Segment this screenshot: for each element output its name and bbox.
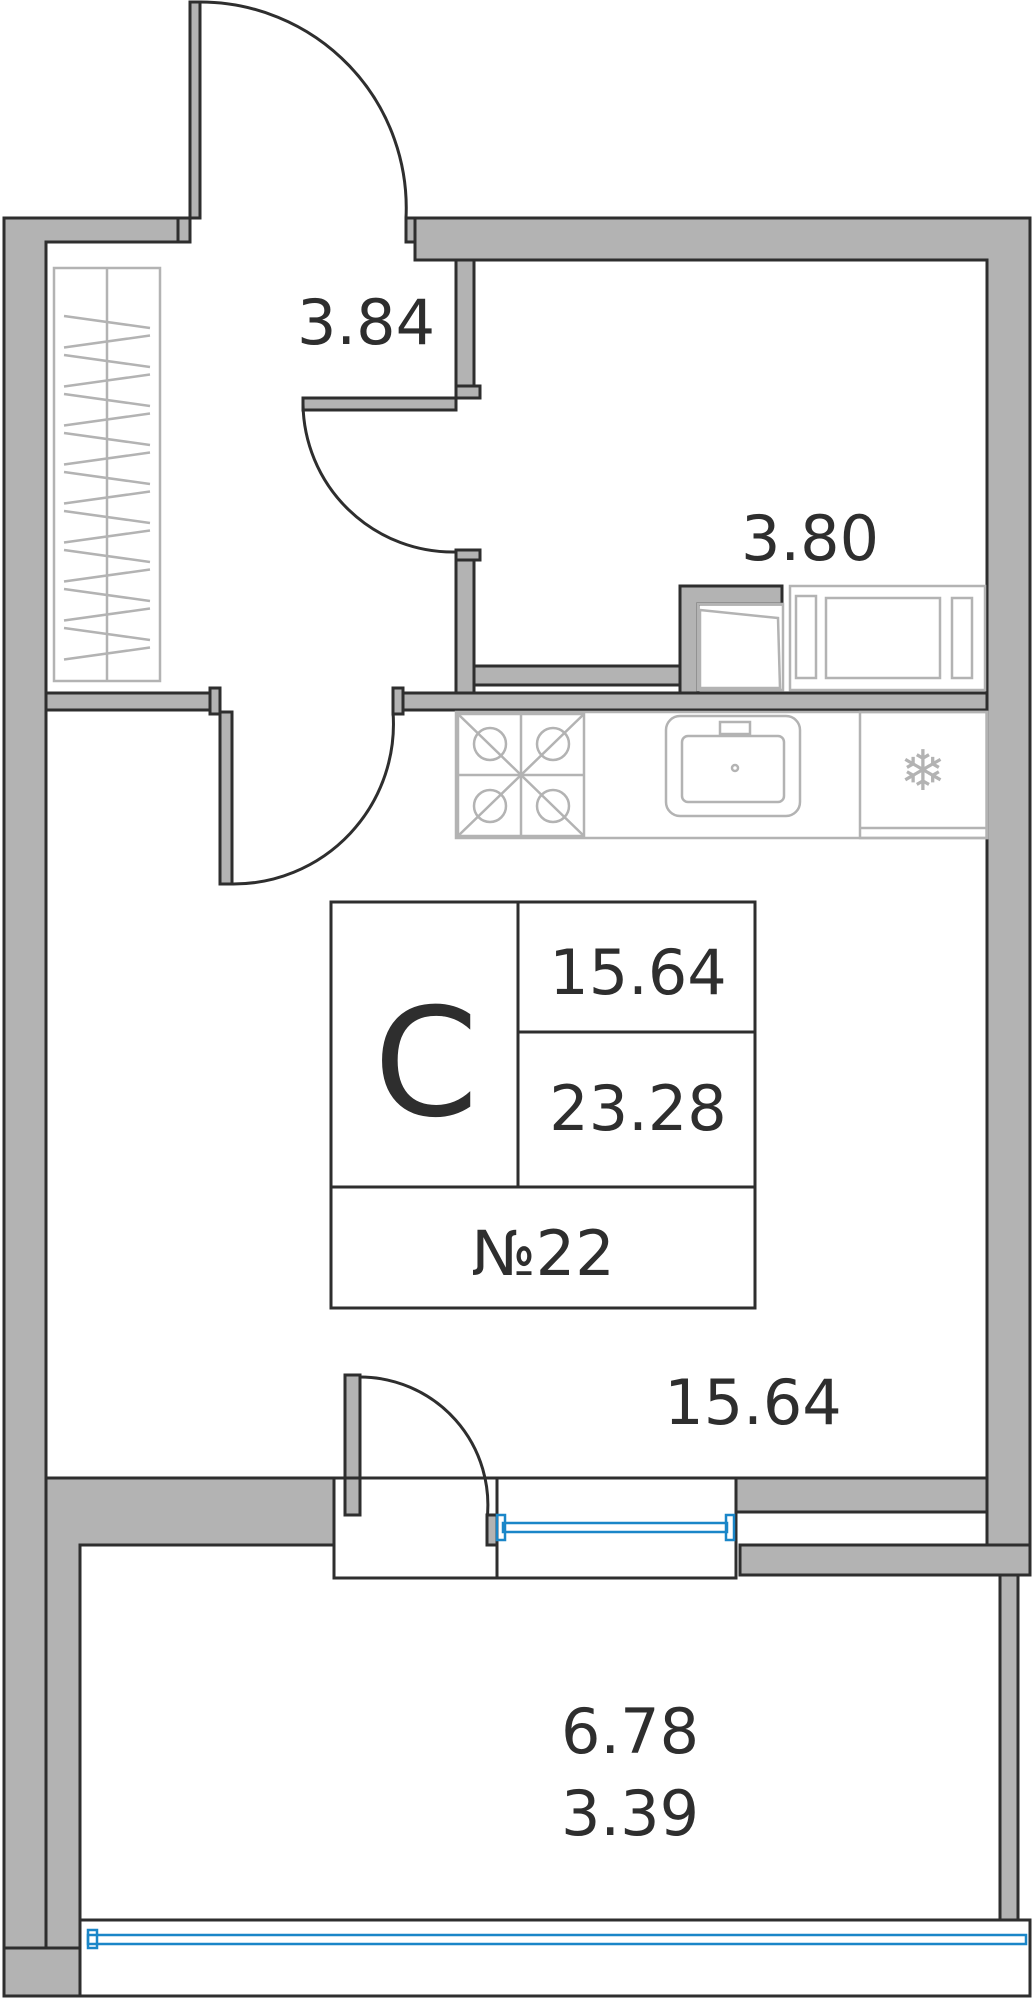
- hall-area-label: 3.84: [297, 286, 435, 359]
- wardrobe-hanger: [63, 412, 151, 427]
- wardrobe-hanger: [63, 431, 151, 447]
- cooktop: [456, 712, 586, 838]
- wardrobe-hanger: [63, 373, 151, 388]
- wardrobe-hanger: [63, 334, 151, 349]
- wardrobe: [52, 266, 162, 683]
- entry-door-arc: [199, 0, 408, 219]
- balcony-outer-left-bottom: [2, 1946, 82, 1998]
- bathroom-niche-post: [678, 584, 784, 695]
- hall-door-stub: [301, 396, 458, 412]
- apartment-number-label: №22: [471, 1217, 614, 1290]
- wardrobe-hanger: [63, 353, 151, 369]
- balcony-wall-right-outer: [738, 1543, 1032, 1577]
- fridge: ❄: [858, 710, 989, 840]
- entry-wall-left-pier: [176, 216, 192, 244]
- balcony-outer-right: [998, 1573, 1020, 1922]
- bathroom-wall-lower-stub: [454, 548, 482, 562]
- sink: [664, 714, 802, 818]
- legend-total-area: 23.28: [549, 1072, 727, 1145]
- balcony-parapet: [78, 1918, 1032, 1998]
- window-balcony-glazing-post: [86, 1928, 99, 1950]
- bathroom-niche-wall: [472, 664, 682, 687]
- window-balcony-door-left-post: [495, 1513, 507, 1542]
- bathroom-area-label: 3.80: [741, 502, 879, 575]
- outer-wall-top-right: [413, 216, 1032, 1547]
- wardrobe-hanger: [63, 509, 151, 525]
- living-door-leaf: [218, 710, 234, 886]
- bathroom-door-arc: [301, 403, 457, 554]
- legend-box: [329, 900, 757, 1310]
- balcony-total-area-label: 6.78: [561, 1695, 699, 1768]
- wardrobe-hanger: [63, 470, 151, 486]
- wardrobe-hanger: [63, 587, 151, 603]
- entry-door-leaf: [188, 0, 202, 220]
- window-balcony-door-frame: [495, 1476, 738, 1580]
- bathroom-wall-upper-stub: [454, 384, 482, 400]
- wardrobe-hanger: [63, 548, 151, 564]
- living-door-arc: [231, 711, 395, 886]
- window-balcony-door-right-post: [724, 1513, 736, 1542]
- wardrobe-hanger: [63, 607, 151, 622]
- wardrobe-hanger: [63, 626, 151, 642]
- wardrobe-hanger: [63, 646, 151, 661]
- partition-corridor-left: [44, 691, 212, 712]
- apartment-type-label: С: [374, 977, 479, 1151]
- washing-machine: [696, 602, 785, 692]
- balcony-reduced-area-label: 3.39: [561, 1777, 699, 1850]
- bathroom-wall-upper: [454, 258, 476, 400]
- window-balcony-door-pane: [501, 1521, 729, 1534]
- wardrobe-hanger: [63, 568, 151, 583]
- wardrobe-hanger: [63, 490, 151, 505]
- legend-living-area: 15.64: [549, 936, 727, 1009]
- snowflake-icon: ❄: [900, 739, 947, 804]
- balcony-door-arc: [359, 1375, 490, 1521]
- window-balcony-glazing: [86, 1933, 1028, 1946]
- bathroom-wall-lower: [454, 548, 476, 695]
- balcony-door-leaf: [343, 1373, 362, 1517]
- outer-wall-left: [2, 216, 180, 1950]
- balcony-wall-right: [734, 1476, 989, 1514]
- wardrobe-hanger: [63, 314, 151, 330]
- living-door-jamb-left: [208, 686, 222, 716]
- toilet: [788, 584, 987, 692]
- wardrobe-hanger: [63, 451, 151, 466]
- balcony-wall-left: [44, 1476, 336, 1950]
- living-area-label: 15.64: [664, 1366, 842, 1439]
- partition-corridor-right: [391, 691, 989, 712]
- entry-wall-right-pier: [404, 216, 417, 244]
- wardrobe-hanger: [63, 529, 151, 544]
- wardrobe-hanger: [63, 392, 151, 408]
- living-door-jamb-right: [391, 686, 405, 716]
